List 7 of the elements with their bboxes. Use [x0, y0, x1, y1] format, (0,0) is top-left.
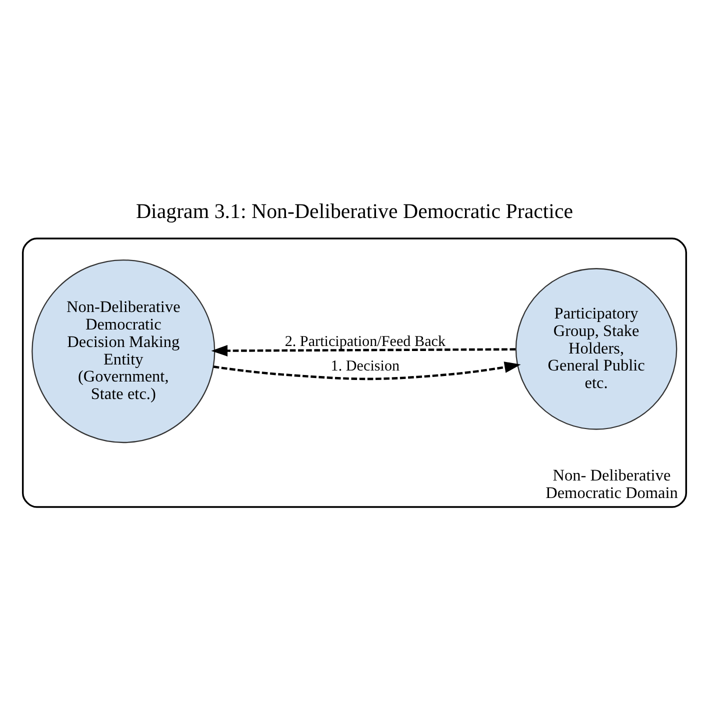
arrow: [213, 362, 521, 380]
edge-label: 1. Decision: [330, 358, 400, 374]
diagram-title: Diagram 3.1: Non-Deliberative Democratic Practice: [136, 199, 574, 224]
arrow: [211, 345, 516, 356]
node-circle: Non-Deliberative Democratic Decision Making Entity (Government, State etc.): [32, 259, 216, 444]
node-circle: Participatory Group, Stake Holders, General Public etc.: [515, 268, 678, 430]
edge-label: 2. Participation/Feed Back: [284, 334, 446, 350]
